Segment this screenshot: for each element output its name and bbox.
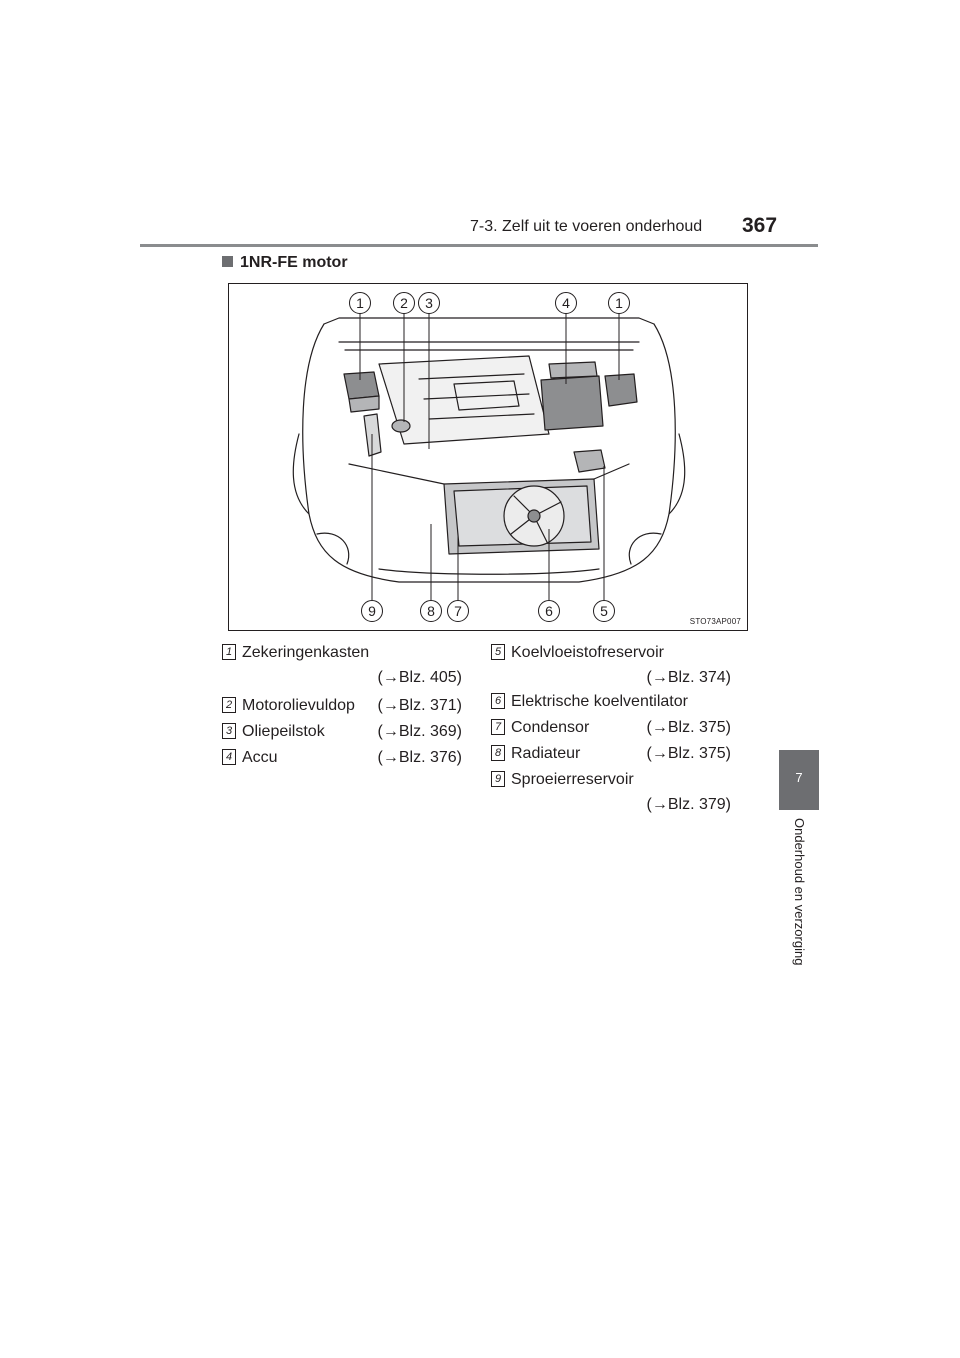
header-rule: [140, 244, 818, 247]
legend-item: 4 Accu (→Blz. 376): [222, 745, 462, 770]
legend-number: 5: [491, 644, 505, 660]
legend-item: 2 Motorolievuldop (→Blz. 371): [222, 693, 462, 718]
figure-callout-1: 1: [349, 292, 371, 314]
engine-bay-illustration: [292, 313, 686, 600]
legend-number: 8: [491, 745, 505, 761]
figure-callout-7: 7: [447, 600, 469, 622]
legend-page-ref: (→Blz. 369): [377, 723, 462, 740]
legend-page-ref: (→Blz. 375): [646, 719, 731, 736]
figure-callout-5: 5: [593, 600, 615, 622]
chapter-number: 7: [795, 770, 803, 785]
legend-label: Sproeierreservoir: [511, 771, 634, 788]
legend-number: 1: [222, 644, 236, 660]
legend-item: 6 Elektrische koelventilator: [491, 689, 731, 714]
legend-page-ref: (→Blz. 371): [377, 697, 462, 714]
legend-number: 9: [491, 771, 505, 787]
legend-item: 1 Zekeringenkasten (→Blz. 405): [222, 640, 462, 690]
legend-label: Elektrische koelventilator: [511, 693, 688, 710]
legend-number: 6: [491, 693, 505, 709]
legend-label: Oliepeilstok: [242, 723, 325, 740]
legend-page-ref: (→Blz. 405): [377, 669, 462, 686]
legend-item: 5 Koelvloeistofreservoir (→Blz. 374): [491, 640, 731, 690]
figure-code: STO73AP007: [689, 617, 741, 626]
legend-page-ref: (→Blz. 375): [646, 745, 731, 762]
figure-callout-6: 6: [538, 600, 560, 622]
figure-callout-9: 9: [361, 600, 383, 622]
legend-label: Koelvloeistofreservoir: [511, 644, 664, 661]
section-heading-text: 1NR-FE motor: [240, 254, 348, 271]
figure-callout-2: 2: [393, 292, 415, 314]
legend-item: 3 Oliepeilstok (→Blz. 369): [222, 719, 462, 744]
legend-label: Radiateur: [511, 745, 581, 762]
chapter-tab[interactable]: 7: [779, 750, 819, 810]
figure-callout-8: 8: [420, 600, 442, 622]
legend-item: 9 Sproeierreservoir (→Blz. 379): [491, 767, 731, 817]
legend-label: Zekeringenkasten: [242, 644, 370, 661]
header-title: 7-3. Zelf uit te voeren onderhoud: [470, 218, 703, 235]
legend-label: Condensor: [511, 719, 590, 736]
section-heading: 1NR-FE motor: [222, 254, 348, 272]
legend-number: 4: [222, 749, 236, 765]
legend-number: 7: [491, 719, 505, 735]
legend-item: 7 Condensor (→Blz. 375): [491, 715, 731, 740]
legend-page-ref: (→Blz. 376): [377, 749, 462, 766]
legend-label: Accu: [242, 749, 278, 766]
figure-callout-4: 4: [555, 292, 577, 314]
page-number: 367: [742, 214, 778, 237]
legend-item: 8 Radiateur (→Blz. 375): [491, 741, 731, 766]
legend-number: 3: [222, 723, 236, 739]
legend-number: 2: [222, 697, 236, 713]
chapter-title: Onderhoud en verzorging: [792, 818, 807, 966]
square-bullet-icon: [222, 256, 233, 267]
figure-callout-3: 3: [418, 292, 440, 314]
legend-page-ref: (→Blz. 374): [646, 669, 731, 686]
legend-page-ref: (→Blz. 379): [646, 796, 731, 813]
figure-callout-1b: 1: [608, 292, 630, 314]
engine-bay-figure: 1 2 3 4 1 9 8 7 6 5 STO73AP007: [228, 283, 748, 631]
legend-label: Motorolievuldop: [242, 697, 355, 714]
